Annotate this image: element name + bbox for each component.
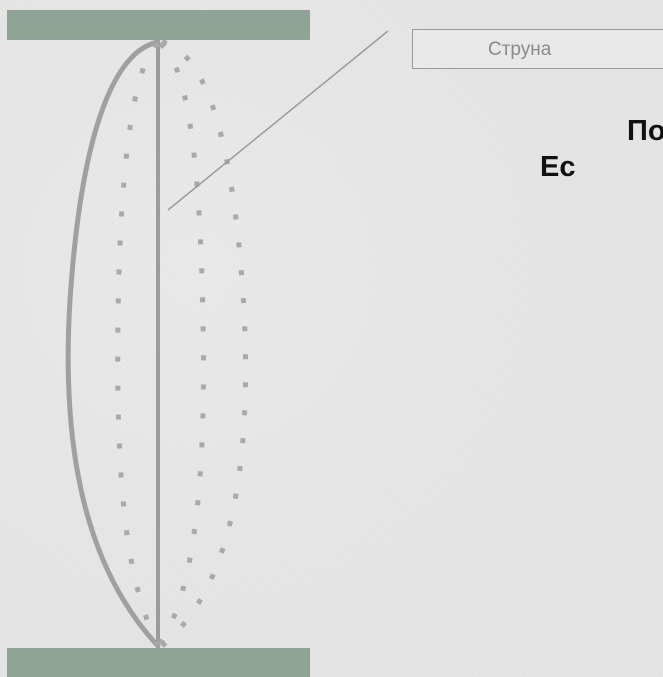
top-clamp (7, 10, 310, 40)
bottom-clamp (7, 648, 310, 677)
heading-line-1: По (540, 113, 663, 149)
callout-label: Струна (488, 39, 551, 60)
slide-heading: По Ес (540, 113, 663, 185)
string-vibration-dotted-curve-outer-right (162, 42, 246, 646)
callout-leader-line (168, 31, 388, 210)
callout-label-box: Струна (412, 29, 663, 69)
heading-line-2: Ес (540, 149, 663, 185)
string-vibration-solid-curve (68, 42, 158, 646)
string-vibration-dotted-curve-inner-left (118, 44, 158, 644)
string-vibration-dotted-curve-inner-right (160, 44, 204, 644)
